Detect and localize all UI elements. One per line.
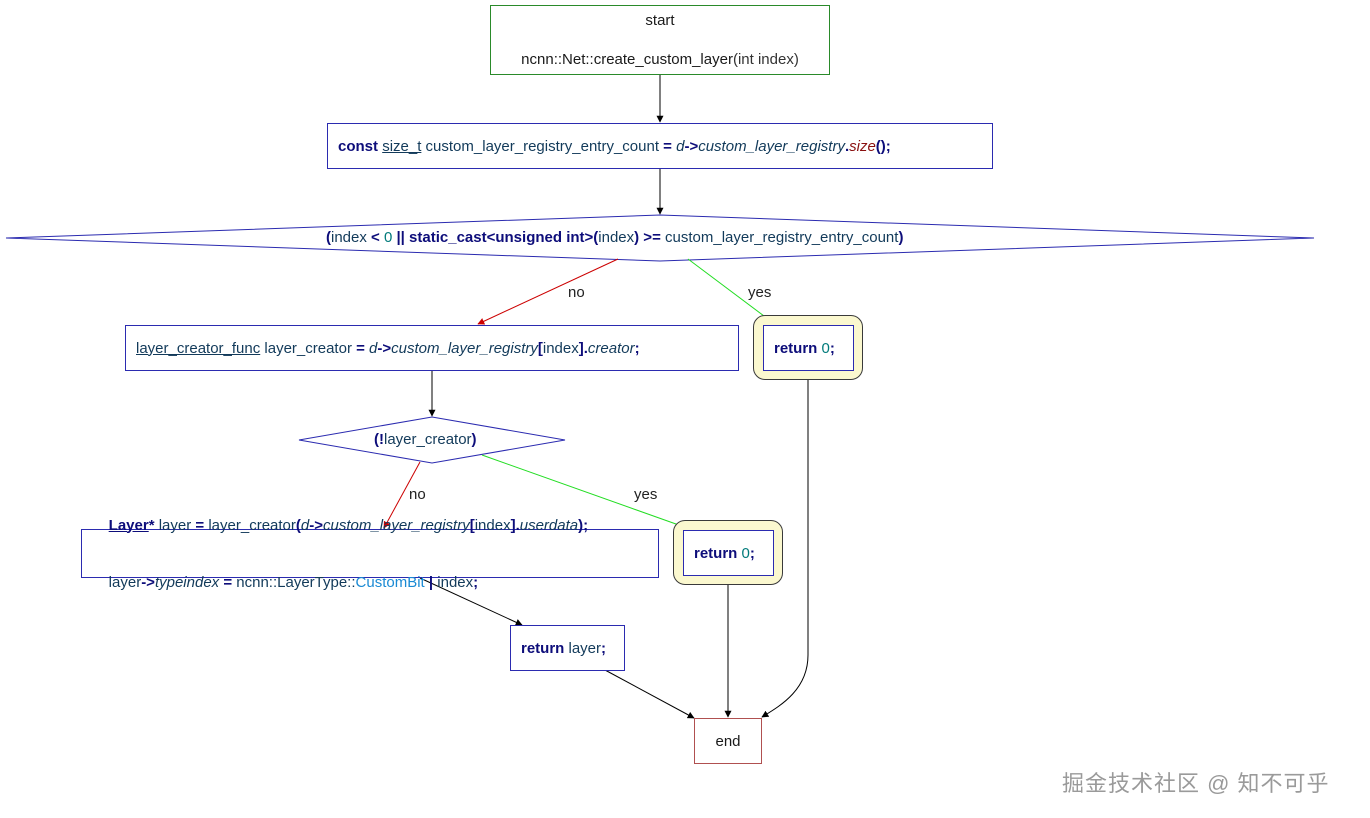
return-zero-node-b: return 0; [683, 530, 774, 576]
layer-creator-node: layer_creator_func layer_creator = d->cu… [125, 325, 739, 371]
edge-label-no-1: no [568, 284, 585, 301]
edge-label-no-2: no [409, 486, 426, 503]
condition-diamond-2 [298, 416, 566, 464]
return-layer-node: return layer; [510, 625, 625, 671]
condition-1-text: (index < 0 || static_cast<unsigned int>(… [326, 229, 904, 246]
start-signature: ncnn::Net::create_custom_layer(int index… [521, 51, 799, 68]
edge-label-yes-2: yes [634, 486, 658, 503]
edge-layer-return [419, 577, 523, 626]
edge-returnlayer-end [604, 669, 695, 719]
edge-label-yes-1: yes [748, 284, 772, 301]
return-zero-node-a: return 0; [763, 325, 854, 371]
edge-return0a-end [761, 370, 809, 718]
condition-diamond-1 [5, 214, 1315, 262]
start-label: start [645, 12, 675, 29]
edge-cond1-yes [687, 258, 777, 326]
condition-2-text: (!layer_creator) [374, 431, 477, 448]
edge-cond2-no [383, 461, 421, 529]
layer-create-line-2: layer->typeindex = ncnn::LayerType::Cust… [108, 573, 479, 591]
edge-cond1-no [477, 258, 619, 325]
start-node: start ncnn::Net::create_custom_layer(int… [490, 5, 830, 75]
layer-create-line-1: Layer* layer = layer_creator(d->custom_l… [108, 516, 589, 534]
end-label: end [715, 732, 741, 750]
end-node: end [694, 718, 762, 764]
registry-count-node: const size_t custom_layer_registry_entry… [327, 123, 993, 169]
watermark: 掘金技术社区 @ 知不可乎 [1062, 771, 1330, 796]
edge-cond2-yes [481, 454, 691, 531]
layer-create-node: Layer* layer = layer_creator(d->custom_l… [81, 517, 659, 591]
